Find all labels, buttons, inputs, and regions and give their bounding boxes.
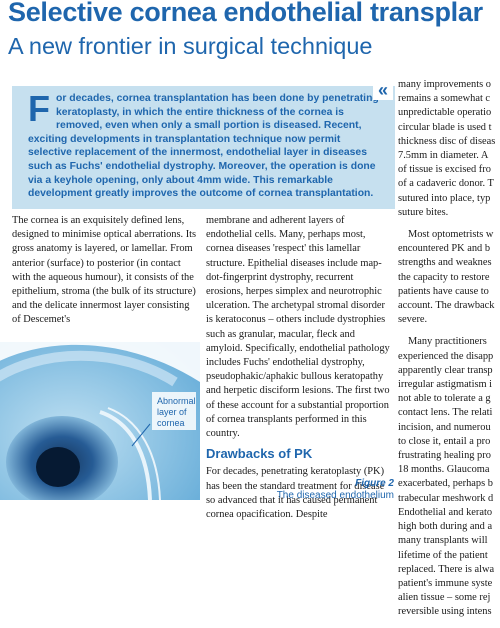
col3-paragraph-2: Most optometrists w encountered PK and b… [398,229,495,326]
annotation-line-2: layer of [157,407,187,417]
body-column-3: many improvements o remains a somewhat c… [398,78,500,628]
col3-paragraph-3: Many practitioners experienced the disap… [398,336,495,618]
standfirst-box: F or decades, cornea transplantation has… [12,86,395,209]
body-column-1: The cornea is an exquisitely defined len… [12,215,197,326]
drop-cap: F [28,88,50,129]
col2-paragraph-1: membrane and adherent layers of endothel… [206,215,390,440]
col3-paragraph-1: many improvements o remains a somewhat c… [398,79,496,218]
eye-illustration: Abnormal layer of cornea [0,342,200,508]
figure-label: Figure 2 [355,478,394,489]
section-heading: Drawbacks of PK [206,446,313,462]
annotation-line-3: cornea [157,418,185,428]
article-title: Selective cornea endothelial transplar [8,0,483,27]
eye-diagram-icon: Abnormal layer of cornea [0,342,200,508]
body-column-2: membrane and adherent layers of endothel… [206,214,391,522]
annotation-line-1: Abnormal [157,396,196,406]
article-subtitle: A new frontier in surgical technique [8,33,373,59]
standfirst-text: or decades, cornea transplantation has b… [28,93,379,200]
quote-mark-icon: « [373,80,393,100]
figure-caption: The diseased endothelium [276,490,394,501]
